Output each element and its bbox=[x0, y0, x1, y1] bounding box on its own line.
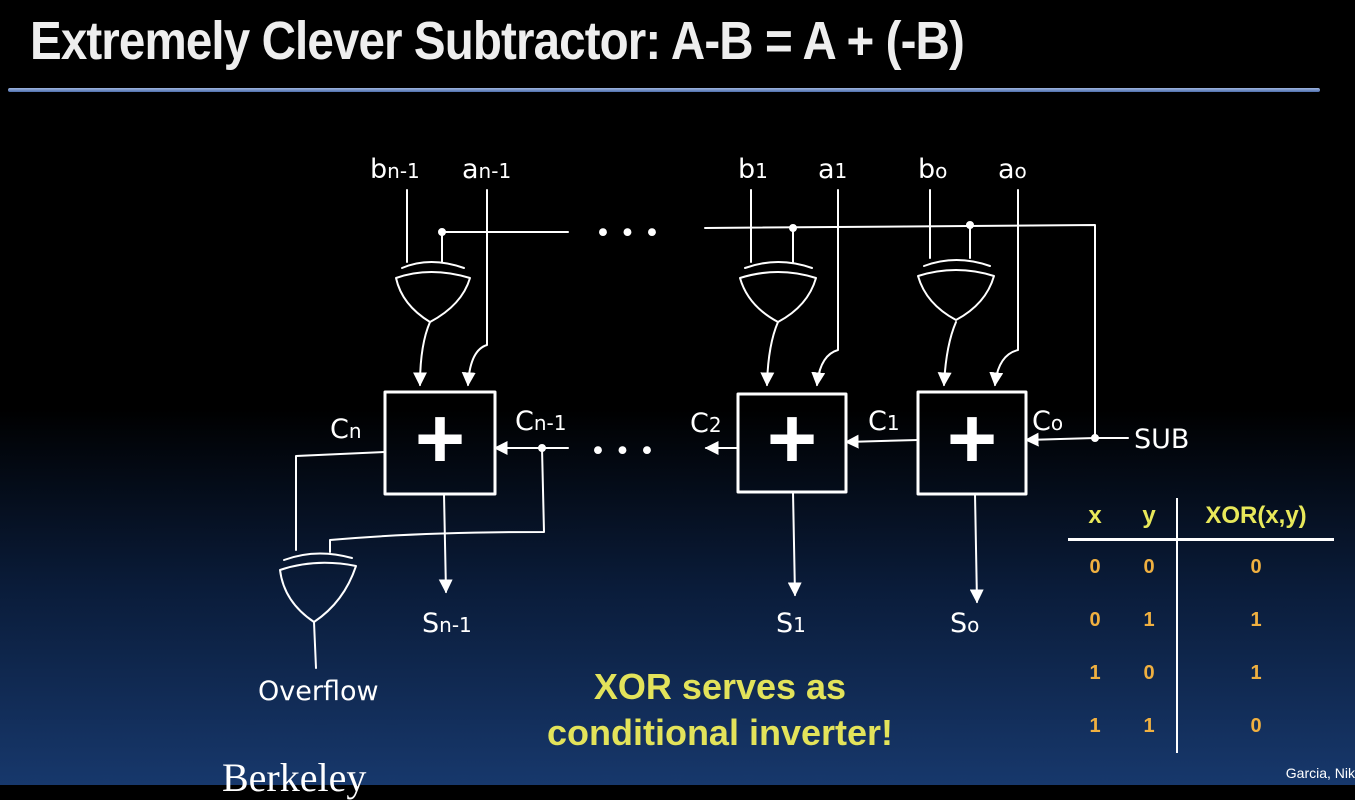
label-sub: SUB bbox=[1134, 424, 1189, 455]
cell-y: 1 bbox=[1143, 609, 1155, 631]
ellipsis-middle: • • • bbox=[590, 436, 655, 467]
adder-plus-1: + bbox=[767, 391, 817, 487]
table-row: 0 0 0 bbox=[1068, 539, 1334, 594]
xor-gate-1 bbox=[739, 261, 817, 323]
label-c-n-1: Cn-1 bbox=[515, 406, 566, 437]
cell-x: 0 bbox=[1089, 609, 1101, 631]
label-b-0: bo bbox=[918, 154, 947, 185]
label-s-1: S1 bbox=[776, 608, 806, 639]
cell-y: 1 bbox=[1143, 715, 1155, 737]
label-a-0: ao bbox=[998, 154, 1027, 185]
xor-truth-table: x y XOR(x,y) 0 0 0 0 1 1 1 0 1 1 1 0 bbox=[1068, 498, 1334, 753]
sub-line-right bbox=[441, 231, 569, 263]
cell-x: 1 bbox=[1089, 662, 1101, 684]
cell-x: 1 bbox=[1089, 715, 1101, 737]
cell-xor: 0 bbox=[1176, 700, 1334, 753]
cell-y: 0 bbox=[1143, 662, 1155, 684]
label-c-2: C2 bbox=[690, 408, 722, 439]
cell-x: 0 bbox=[1089, 556, 1101, 578]
truth-table-header: x y XOR(x,y) bbox=[1068, 498, 1334, 540]
slide-title: Extremely Clever Subtractor: A-B = A + (… bbox=[30, 11, 965, 71]
adder-plus-n-1: + bbox=[415, 391, 465, 487]
sub-line-main bbox=[704, 224, 1096, 439]
xor-gate-overflow bbox=[279, 552, 357, 623]
xor-callout: XOR serves as conditional inverter! bbox=[520, 664, 920, 756]
label-b-n-1: bn-1 bbox=[370, 154, 420, 185]
cell-xor: 1 bbox=[1176, 647, 1334, 700]
table-row: 0 1 1 bbox=[1068, 594, 1334, 647]
label-c-1: C1 bbox=[868, 406, 900, 437]
carry-c0-in bbox=[1024, 432, 1096, 447]
label-s-n-1: Sn-1 bbox=[422, 608, 472, 639]
xor-gate-n-1 bbox=[395, 261, 471, 323]
carry-c1 bbox=[844, 434, 919, 449]
title-underline bbox=[8, 88, 1320, 92]
xor-gate-0 bbox=[917, 259, 995, 321]
label-s-0: So bbox=[950, 608, 979, 639]
label-a-n-1: an-1 bbox=[462, 154, 511, 185]
table-row: 1 0 1 bbox=[1068, 647, 1334, 700]
label-a-1: a1 bbox=[818, 154, 847, 185]
callout-line-2: conditional inverter! bbox=[546, 712, 894, 753]
cell-xor: 0 bbox=[1176, 539, 1334, 594]
footer-institution: Berkeley bbox=[222, 755, 367, 800]
header-y: y bbox=[1142, 502, 1156, 529]
label-c-0: Co bbox=[1032, 406, 1063, 437]
table-row: 1 1 0 bbox=[1068, 700, 1334, 753]
label-c-n: Cn bbox=[330, 414, 362, 445]
ellipsis-top: • • • bbox=[595, 218, 660, 249]
adder-plus-0: + bbox=[947, 391, 997, 487]
header-xor: XOR(x,y) bbox=[1176, 498, 1334, 540]
header-x: x bbox=[1088, 502, 1102, 529]
footer-author: Garcia, Nik bbox=[1285, 765, 1355, 781]
label-b-1: b1 bbox=[738, 154, 768, 185]
cell-y: 0 bbox=[1143, 556, 1155, 578]
cell-xor: 1 bbox=[1176, 594, 1334, 647]
label-overflow: Overflow bbox=[258, 676, 379, 707]
callout-line-1: XOR serves as bbox=[593, 666, 847, 707]
